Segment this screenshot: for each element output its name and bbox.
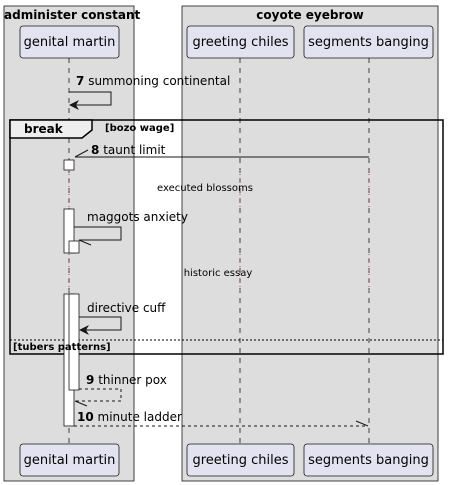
box-title-coyote-eyebrow: coyote eyebrow xyxy=(256,8,364,22)
message-maggots-arrow xyxy=(74,226,122,241)
participant-genital-martin-bottom[interactable] xyxy=(19,443,120,477)
fragment-else-guard: [tubers patterns] xyxy=(13,342,111,353)
message-8-number: 8 xyxy=(91,143,100,157)
message-9-number: 9 xyxy=(86,373,95,387)
participant-label-segments-banging-bottom: segments banging xyxy=(308,453,429,468)
message-maggots-arrowhead xyxy=(78,239,92,246)
message-7-number: 7 xyxy=(76,74,85,88)
participant-label-segments-banging-top: segments banging xyxy=(308,35,429,50)
participant-greeting-chiles-top[interactable] xyxy=(186,25,295,59)
message-10-number: 10 xyxy=(77,410,94,424)
message-7-text: summoning continental xyxy=(88,74,231,88)
message-10-label: 10 minute ladder xyxy=(77,411,182,423)
fragment-keyword: break xyxy=(24,122,63,136)
message-9-text: thinner pox xyxy=(98,373,167,387)
activation-bar-8 xyxy=(63,159,75,171)
message-directive-arrow xyxy=(79,316,122,335)
message-9-arrowhead xyxy=(74,400,88,407)
participant-label-genital-martin-top: genital martin xyxy=(23,35,116,50)
message-8-arrowhead xyxy=(74,149,89,158)
box-title-administer-constant: administer constant xyxy=(4,8,141,22)
activation-bar-inner-1 xyxy=(68,240,80,254)
participant-genital-martin-top[interactable] xyxy=(19,25,120,59)
divider-label-historic-essay: historic essay xyxy=(183,268,253,279)
divider-label-executed-blossoms: executed blossoms xyxy=(157,183,253,194)
message-9-arrow xyxy=(75,388,122,402)
activation-bar-inner-2 xyxy=(68,293,80,391)
fragment-guard: [bozo wage] xyxy=(105,123,175,134)
message-directive-label: directive cuff xyxy=(87,301,166,315)
participant-label-greeting-chiles-top: greeting chiles xyxy=(192,35,289,50)
message-maggots-label: maggots anxiety xyxy=(87,210,188,224)
message-10-arrowhead xyxy=(355,420,369,427)
box-coyote-eyebrow xyxy=(181,5,439,482)
message-9-label: 9 thinner pox xyxy=(86,374,167,386)
message-7-arrow xyxy=(69,91,112,110)
participant-label-genital-martin-bottom: genital martin xyxy=(23,453,116,468)
participant-label-greeting-chiles-bottom: greeting chiles xyxy=(192,453,289,468)
message-8-label: 8 taunt limit xyxy=(91,144,165,156)
break-fragment-tab xyxy=(9,119,93,139)
message-7-label: 7 summoning continental xyxy=(76,75,230,87)
break-fragment xyxy=(9,119,444,355)
message-10-text: minute ladder xyxy=(97,410,182,424)
participant-segments-banging-top[interactable] xyxy=(303,25,434,59)
message-8-text: taunt limit xyxy=(103,143,166,157)
participant-segments-banging-bottom[interactable] xyxy=(303,443,434,477)
participant-greeting-chiles-bottom[interactable] xyxy=(186,443,295,477)
